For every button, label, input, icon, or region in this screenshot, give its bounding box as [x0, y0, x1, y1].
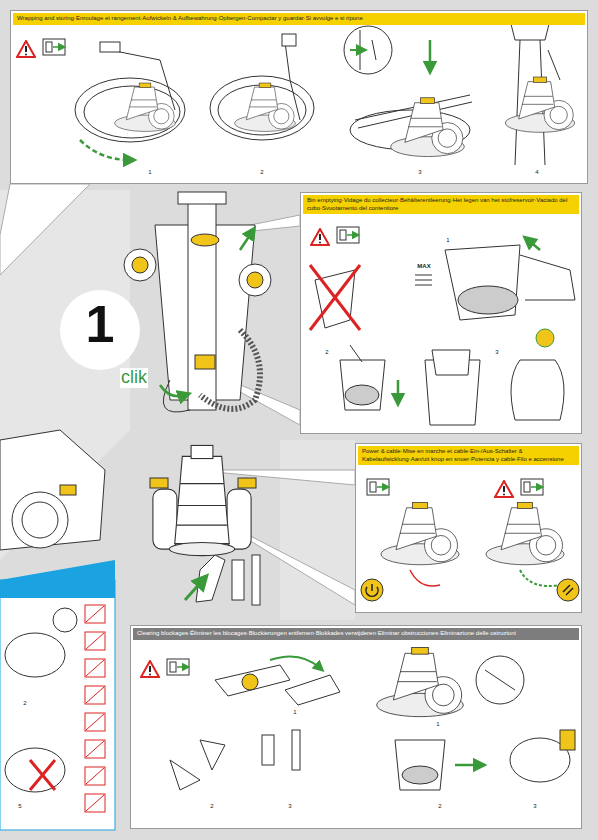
step-number: 2 [437, 803, 442, 810]
section-heading: Clearing blockages·Éliminer les blocages… [133, 628, 579, 640]
section-heading: Wrapping and storing·Enroulage et rangem… [13, 13, 585, 25]
step-number: 2 [324, 349, 329, 356]
section-panel: Bin emptying·Vidage du collecteur·Behält… [300, 192, 582, 434]
section-panel: Power & cable·Mise en marche et cable·Ei… [355, 443, 582, 613]
step-number: MAX [416, 263, 431, 270]
big-callout-number: 1 [85, 296, 116, 353]
step-number: 4 [534, 169, 539, 176]
step-number: 3 [494, 349, 499, 356]
section-heading: Power & cable·Mise en marche et cable·Ei… [358, 446, 579, 465]
step-number: 1 [292, 709, 297, 716]
section-heading: Bin emptying·Vidage du collecteur·Behält… [303, 195, 579, 214]
step-number: 1 [445, 237, 450, 244]
step-number: 1 [435, 721, 440, 728]
click-label: clik [120, 368, 148, 388]
step-number: 2 [22, 700, 27, 707]
step-number: 1 [147, 169, 152, 176]
step-number: 3 [532, 803, 537, 810]
step-number: 5 [17, 803, 22, 810]
section-panel: Wrapping and storing·Enroulage et rangem… [10, 10, 588, 184]
step-number: 2 [209, 803, 214, 810]
step-number: 3 [287, 803, 292, 810]
step-number: 2 [259, 169, 264, 176]
step-number: 3 [417, 169, 422, 176]
section-panel: Clearing blockages·Éliminer les blocages… [130, 625, 582, 829]
